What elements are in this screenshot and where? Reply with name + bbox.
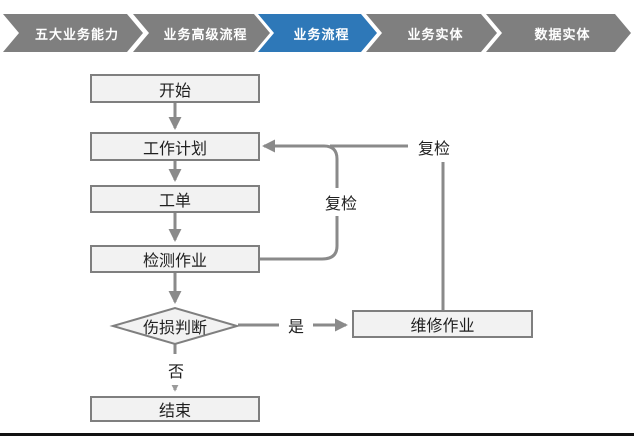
breadcrumb-step-business-entity[interactable]: 业务实体	[366, 14, 497, 52]
edge-label-recheck-inner: 复检	[318, 188, 364, 216]
node-repair: 维修作业	[352, 310, 533, 338]
breadcrumb-step-label: 数据实体	[534, 26, 591, 42]
breadcrumb-step-label: 业务高级流程	[163, 26, 248, 42]
edge-recheck-repair-to-plan	[330, 144, 445, 310]
breadcrumb-step-label: 业务流程	[293, 26, 350, 42]
breadcrumb-step-business-process[interactable]: 业务流程	[258, 14, 377, 52]
node-damage-decision: 伤损判断	[142, 320, 207, 337]
node-work-plan: 工作计划	[90, 132, 260, 161]
breadcrumb-step-data-entity[interactable]: 数据实体	[486, 14, 631, 52]
breadcrumb-step-label: 五大业务能力	[34, 26, 119, 42]
node-end: 结束	[90, 396, 260, 422]
breadcrumb-step-high-level-process[interactable]: 业务高级流程	[133, 14, 270, 52]
edge-label-recheck-outer: 复检	[408, 132, 460, 162]
edge-label-yes: 是	[279, 311, 313, 339]
node-start: 开始	[90, 74, 260, 103]
node-inspection: 检测作业	[90, 245, 260, 273]
node-work-order: 工单	[90, 185, 260, 213]
breadcrumb-step-label: 业务实体	[407, 26, 464, 42]
edge-label-no: 否	[159, 354, 193, 385]
bottom-rule	[0, 433, 634, 436]
breadcrumb-step-five-capabilities[interactable]: 五大业务能力	[3, 14, 143, 52]
decision-diamond-shape	[109, 306, 241, 346]
